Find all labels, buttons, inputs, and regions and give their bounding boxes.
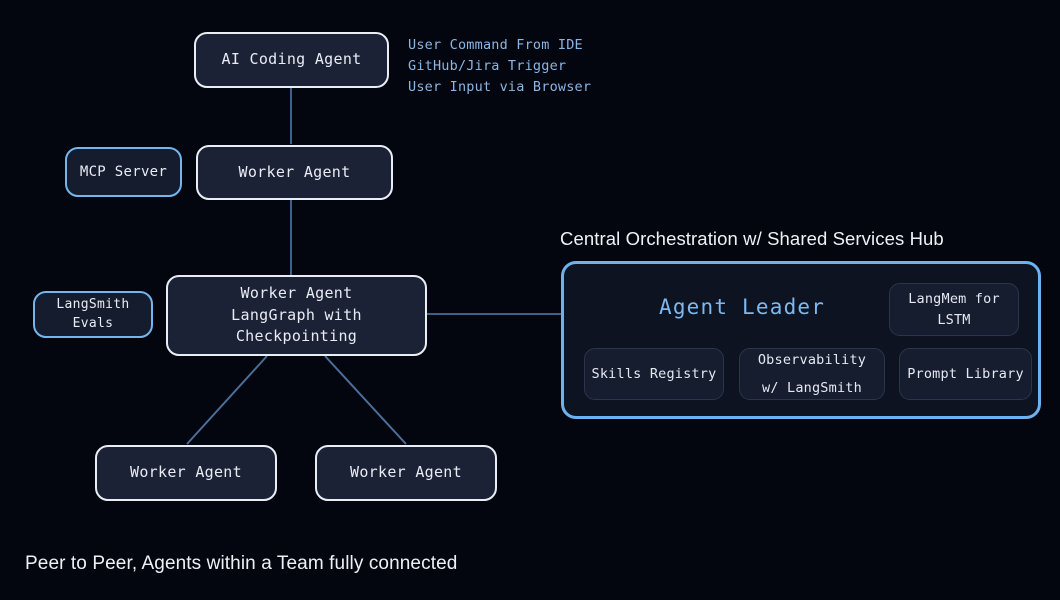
edge-worker-center-to-bottom-left [186, 355, 268, 445]
chip-observability-langsmith[interactable]: Observability w/ LangSmith [739, 348, 885, 400]
chip-skills-registry[interactable]: Skills Registry [584, 348, 724, 400]
node-worker-agent-bottom-right[interactable]: Worker Agent [315, 445, 497, 501]
diagram-caption: Peer to Peer, Agents within a Team fully… [25, 553, 458, 574]
chip-prompt-library[interactable]: Prompt Library [899, 348, 1032, 400]
hub-title: Central Orchestration w/ Shared Services… [560, 228, 944, 249]
annotation-triggers: User Command From IDE GitHub/Jira Trigge… [408, 37, 592, 95]
node-ai-coding-agent[interactable]: AI Coding Agent [194, 32, 389, 88]
node-worker-agent-bottom-left[interactable]: Worker Agent [95, 445, 277, 501]
orchestration-hub: Agent Leader LangMem for LSTM Skills Reg… [561, 261, 1041, 419]
edge-worker-center-to-bottom-right [324, 355, 407, 445]
node-worker-agent-center[interactable]: Worker Agent LangGraph with Checkpointin… [166, 275, 427, 356]
node-mcp-server[interactable]: MCP Server [65, 147, 182, 197]
hub-agent-leader-label: Agent Leader [659, 295, 826, 319]
chip-langmem-for-lstm[interactable]: LangMem for LSTM [889, 283, 1019, 336]
node-langsmith-evals[interactable]: LangSmith Evals [33, 291, 153, 338]
node-worker-agent-top[interactable]: Worker Agent [196, 145, 393, 200]
